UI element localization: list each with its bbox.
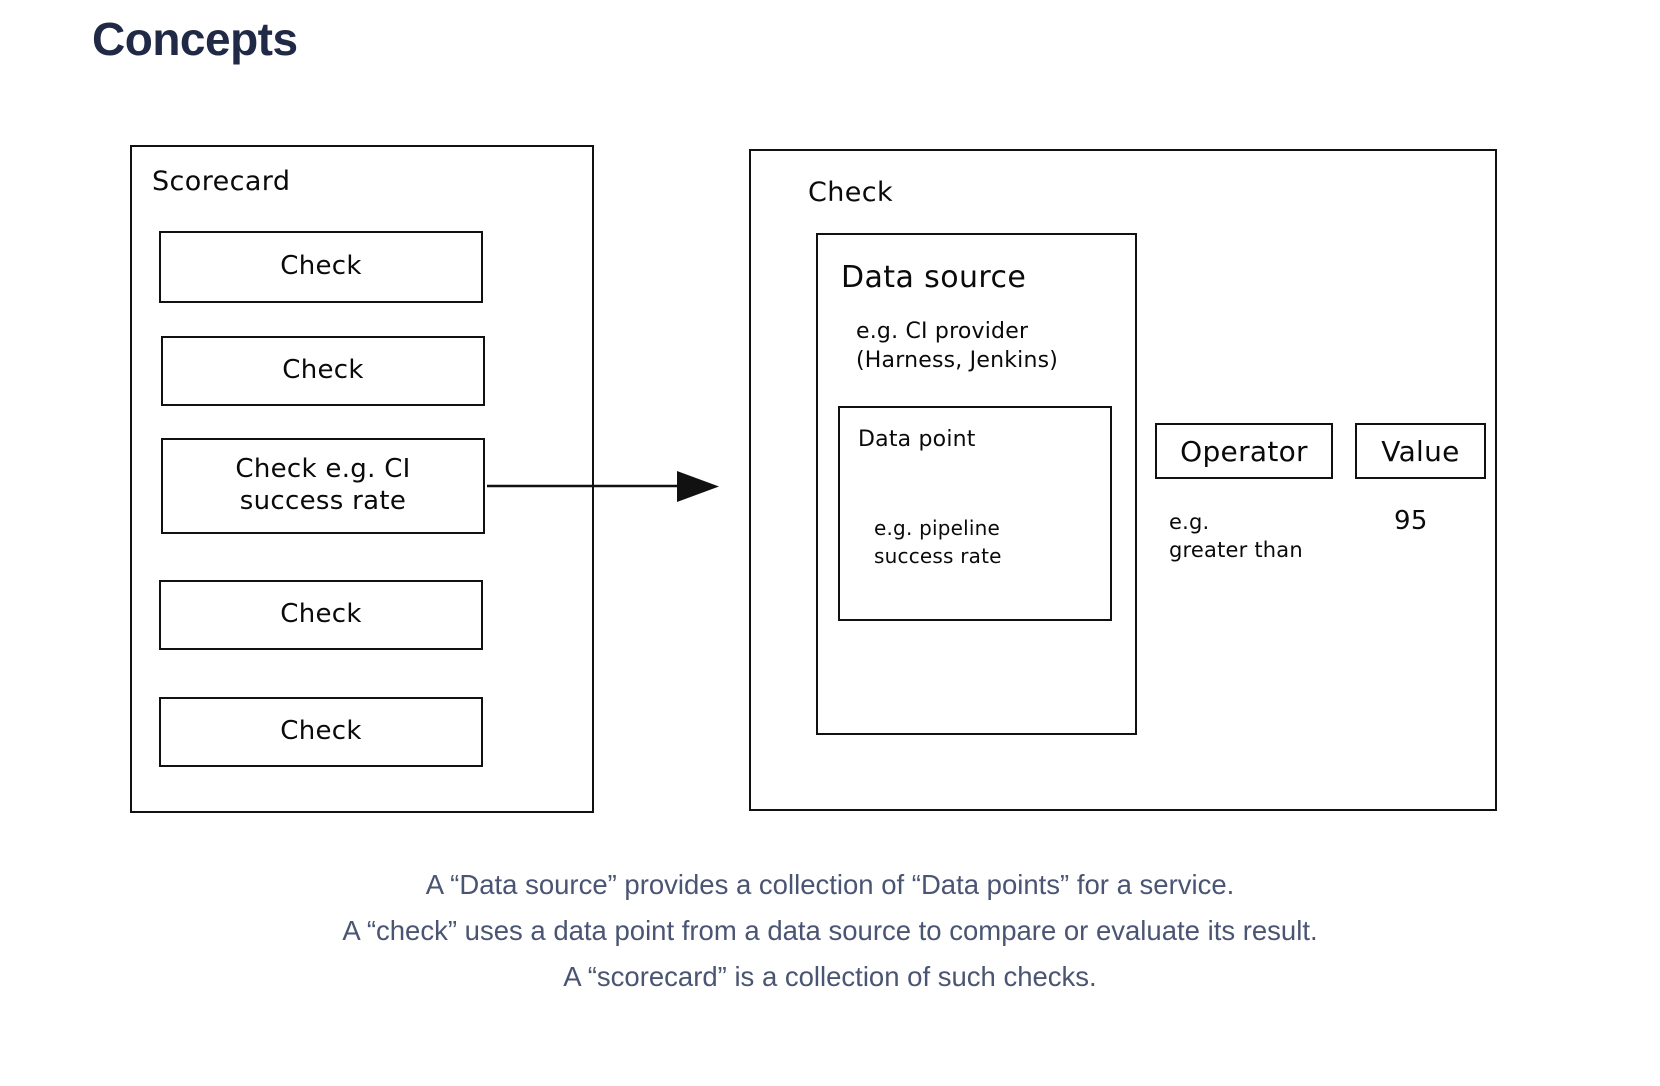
caption-line-3: A “scorecard” is a collection of such ch… <box>563 961 1097 992</box>
operator-box[interactable]: Operator <box>1155 423 1333 479</box>
scorecard-check-item-4[interactable]: Check <box>159 580 483 650</box>
operator-example: e.g.greater than <box>1169 510 1303 562</box>
value-example: 95 <box>1394 506 1428 536</box>
scorecard-check-item-5[interactable]: Check <box>159 697 483 767</box>
data-point-container <box>838 406 1112 621</box>
data-source-example: e.g. CI provider(Harness, Jenkins) <box>856 319 1059 374</box>
data-point-label: Data point <box>858 427 976 452</box>
caption-line-1: A “Data source” provides a collection of… <box>425 869 1235 900</box>
check-item-label: Check <box>280 716 362 747</box>
scorecard-check-item-1[interactable]: Check <box>159 231 483 303</box>
value-label: Value <box>1381 434 1460 468</box>
arrow-right-icon <box>487 471 719 502</box>
data-source-label: Data source <box>841 260 1027 295</box>
check-item-label: Check <box>282 355 364 386</box>
value-box[interactable]: Value <box>1355 423 1486 479</box>
caption-line-2: A “check” uses a data point from a data … <box>342 915 1318 946</box>
operator-label: Operator <box>1180 434 1308 468</box>
scorecard-check-item-2[interactable]: Check <box>161 336 485 406</box>
check-detail-label: Check <box>808 177 894 208</box>
scorecard-label: Scorecard <box>152 166 291 197</box>
check-item-label: Check <box>280 251 362 282</box>
caption: A “Data source” provides a collection of… <box>0 862 1660 1000</box>
check-item-label: Check <box>280 599 362 630</box>
page-title: Concepts <box>92 13 298 65</box>
